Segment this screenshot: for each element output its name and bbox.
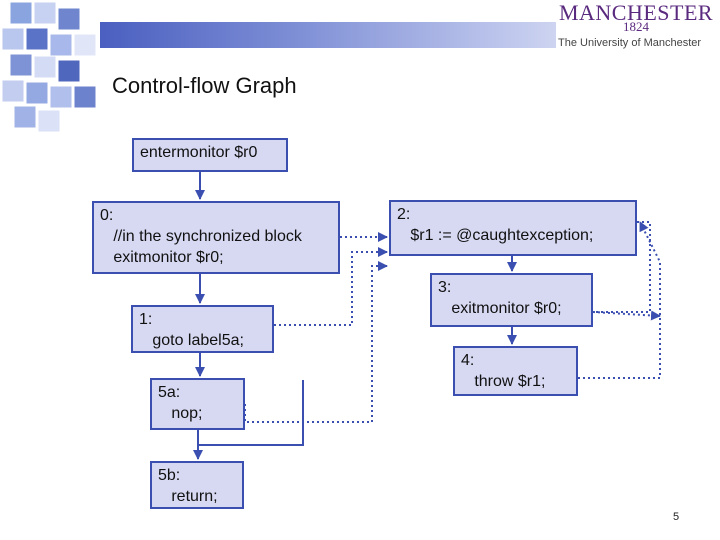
university-logo: MANCHESTER 1824 The University of Manche… [556,0,716,54]
node-5a: 5a: nop; [150,378,245,430]
logo-subtitle: The University of Manchester [558,37,702,49]
node-0: 0: //in the synchronized block exitmonit… [92,201,340,274]
edge-join-5b [198,380,304,446]
exc-edge-3-loop [592,310,661,321]
node-3: 3: exitmonitor $r0; [430,273,593,327]
node-entermonitor: entermonitor $r0 [132,138,288,172]
node-2: 2: $r1 := @caughtexception; [389,200,637,256]
exc-edge-5a-2 [244,261,388,423]
cube-logo-icon [1,1,97,133]
logo-year: 1824 [623,19,649,34]
exc-edge-4-loop [578,221,661,379]
page-number: 5 [673,511,680,523]
logo-name: MANCHESTER [558,0,714,25]
node-5b: 5b: return; [150,461,244,509]
node-1: 1: goto label5a; [131,305,274,353]
node-4: 4: throw $r1; [453,346,578,396]
page-title: Control-flow Graph [112,73,297,98]
